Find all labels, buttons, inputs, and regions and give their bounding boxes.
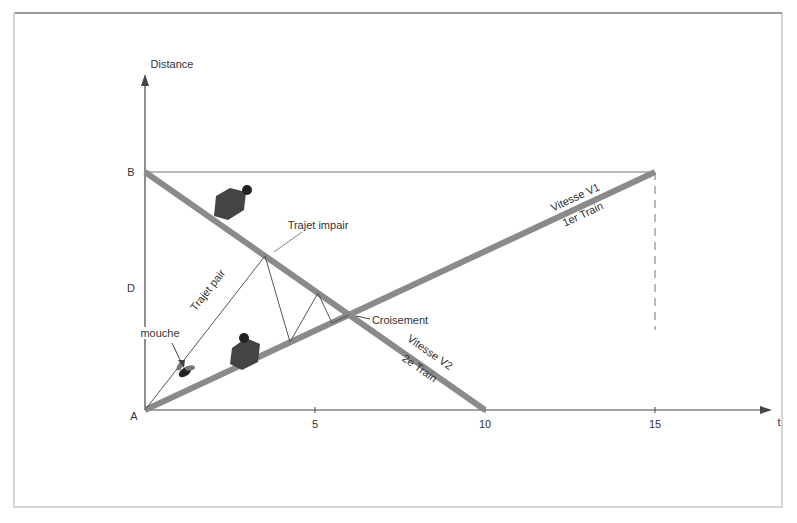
path-label: Trajet pair (187, 265, 229, 314)
tick (655, 407, 656, 413)
axis-title: Distance (151, 58, 194, 70)
frame (14, 13, 782, 507)
axis-arrow (141, 74, 149, 86)
leader-line (274, 232, 302, 252)
axis-arrow (760, 406, 772, 414)
tick (315, 407, 316, 413)
dashed-line (655, 172, 656, 330)
tick-label: 10 (479, 418, 491, 430)
axis-title: t (777, 416, 780, 428)
tick-label: 15 (649, 418, 661, 430)
x-axis (145, 409, 762, 410)
train-icon (230, 333, 260, 370)
callout-label: mouche (138, 327, 181, 339)
train-1-line (145, 172, 655, 410)
callout-label: Croisement (370, 314, 430, 326)
point-label: A (130, 410, 137, 422)
leader-line (356, 316, 370, 319)
train-2-line (145, 172, 485, 410)
distance-b-line (145, 172, 655, 173)
point-label: D (127, 282, 135, 294)
point-label: B (127, 166, 134, 178)
path-label: Trajet impair (286, 219, 351, 231)
fly-icon (175, 360, 195, 379)
leader-arrow (178, 360, 185, 368)
frame-top (15, 12, 782, 14)
train-icon (214, 185, 252, 220)
tick-label: 5 (312, 418, 318, 430)
y-axis (144, 82, 145, 410)
